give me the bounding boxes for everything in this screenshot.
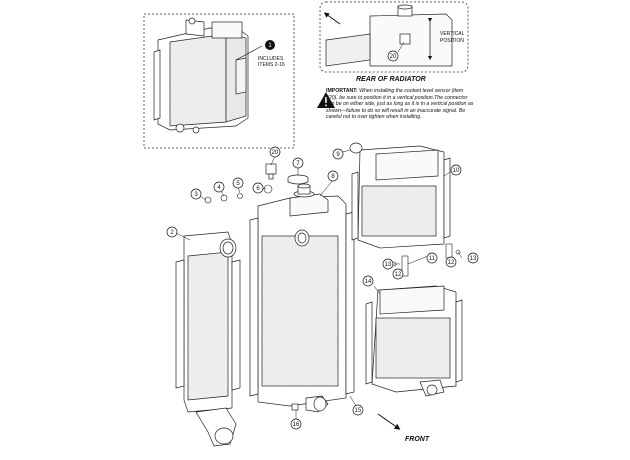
radiator-cap — [287, 174, 309, 185]
callout-16: 16 — [290, 418, 302, 430]
callout-20-rear: 20 — [387, 50, 399, 62]
svg-text:5: 5 — [236, 181, 240, 187]
svg-text:9: 9 — [336, 152, 340, 158]
callout-12-right: 12 — [445, 256, 457, 268]
svg-text:8: 8 — [331, 174, 335, 180]
callout-7: 7 — [292, 157, 304, 169]
callout-1: 1 — [265, 40, 275, 50]
callout-6: 6 — [252, 182, 264, 194]
coolant-level-sensor — [265, 163, 277, 180]
includes-label-line-1: INCLUDES — [258, 56, 284, 62]
callout-8: 8 — [327, 170, 339, 182]
callout-2: 2 — [166, 226, 178, 238]
important-note: IMPORTANT: When installing the coolant l… — [326, 88, 476, 121]
callout-5: 5 — [232, 177, 244, 189]
vertical-position-label-line-2: POSITION — [440, 38, 464, 44]
assembly-inset: 1 INCLUDES ITEMS 2-16 — [143, 13, 295, 149]
callout-14: 14 — [362, 275, 374, 287]
svg-text:15: 15 — [355, 408, 362, 414]
warning-icon — [317, 92, 335, 108]
callout-15: 15 — [352, 404, 364, 416]
callout-10: 10 — [450, 164, 462, 176]
svg-text:10: 10 — [453, 168, 460, 174]
radiator-core — [249, 183, 355, 413]
svg-text:4: 4 — [217, 185, 221, 191]
rear-of-radiator-title: REAR OF RADIATOR — [356, 76, 426, 83]
front-arrow-icon — [377, 413, 401, 430]
lower-cooler — [365, 285, 463, 397]
callout-20: 20 — [269, 146, 281, 158]
rear-of-radiator-inset: VERTICAL POSITION 20 — [319, 1, 469, 73]
svg-text:12: 12 — [395, 272, 402, 278]
svg-text:16: 16 — [293, 422, 300, 428]
svg-text:6: 6 — [256, 186, 260, 192]
callout-4: 4 — [213, 181, 225, 193]
svg-text:20: 20 — [272, 150, 279, 156]
includes-label-line-2: ITEMS 2-16 — [258, 62, 285, 68]
callout-11: 11 — [426, 252, 438, 264]
callout-3: 3 — [190, 188, 202, 200]
callout-13-right: 13 — [467, 252, 479, 264]
svg-text:13: 13 — [385, 262, 392, 268]
charge-air-cooler — [175, 231, 241, 447]
svg-text:3: 3 — [194, 192, 198, 198]
svg-text:2: 2 — [170, 230, 174, 236]
vertical-position-label-line-1: VERTICAL — [440, 31, 465, 37]
front-label: FRONT — [405, 436, 430, 443]
small-fittings — [204, 184, 273, 204]
svg-text:11: 11 — [429, 256, 436, 262]
callout-12-left: 12 — [392, 268, 404, 280]
svg-text:13: 13 — [470, 256, 477, 262]
svg-text:14: 14 — [365, 279, 372, 285]
svg-text:1: 1 — [268, 43, 272, 49]
svg-text:12: 12 — [448, 260, 455, 266]
note-text: When installing the coolant level sensor… — [326, 88, 474, 121]
callout-13-left: 13 — [382, 258, 394, 270]
callout-9: 9 — [332, 148, 344, 160]
note-heading: IMPORTANT: — [326, 88, 358, 94]
svg-text:20: 20 — [390, 54, 397, 60]
upper-cooler — [349, 142, 451, 249]
svg-text:7: 7 — [296, 161, 300, 167]
